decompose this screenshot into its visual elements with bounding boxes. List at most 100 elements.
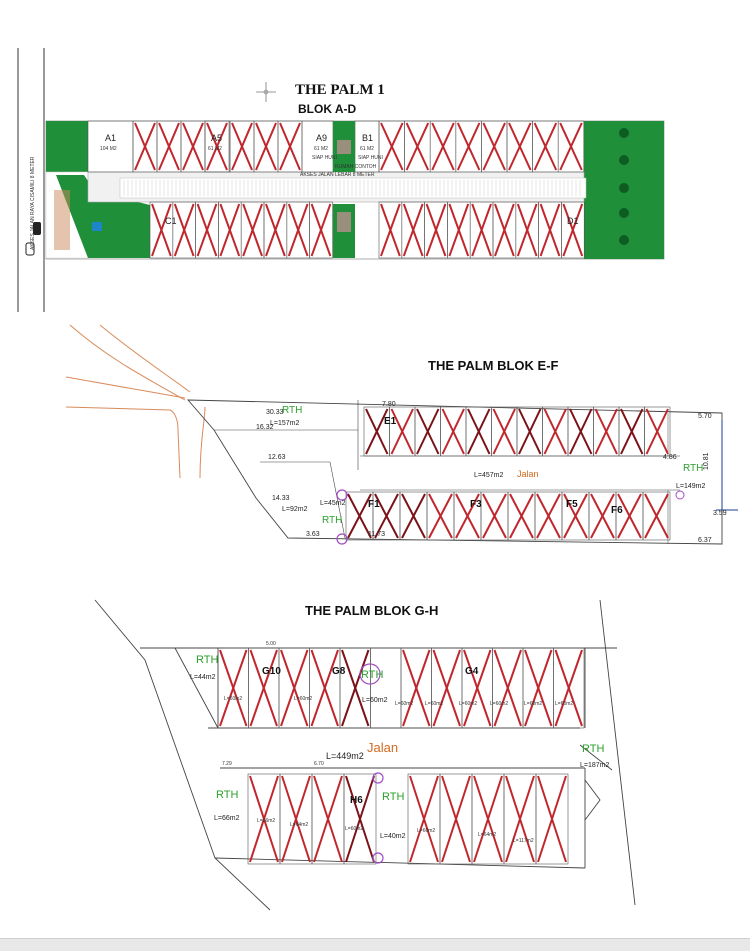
dim-e: 3.63 <box>306 531 320 538</box>
rth-left-area: L=92m2 <box>282 506 308 513</box>
crossed-lot-g6 <box>400 647 432 729</box>
side-road-label: AKSES JALAN RAYA CISAMILI 8 METER <box>30 156 36 250</box>
jalan-label: Jalan <box>517 469 539 479</box>
dim-a: 16.32 <box>256 424 274 431</box>
crossed-lot-h4 <box>343 773 377 865</box>
crossed-lot-g1 <box>553 647 585 729</box>
rth-top-label: RTH <box>282 405 302 416</box>
crossed-lot-a8 <box>277 120 303 173</box>
crossed-lot-f6 <box>480 491 509 541</box>
dim-g: 10.81 <box>703 452 710 470</box>
rth-right-area: L=149m2 <box>676 483 705 490</box>
jalan-area: L=457m2 <box>474 472 503 479</box>
dim-f: 5.70 <box>698 413 712 420</box>
rth-top-label-gh: RTH <box>196 654 218 666</box>
page-title-palm1: THE PALM 1 <box>295 82 385 98</box>
lot-a9-area: 61 M2 <box>314 146 328 152</box>
lots-row-e: E1 <box>363 406 671 457</box>
rth-mid-label-gh: RTH <box>361 669 383 681</box>
lot-area-g: L=60m2 <box>294 696 312 702</box>
rth-bottom-mid-label: RTH <box>382 791 404 803</box>
crossed-lot-e2 <box>389 406 416 457</box>
rth-right-area-gh: L=187m2 <box>580 762 609 769</box>
lot-a9-status: SIAP HUNI <box>312 155 337 161</box>
rth-top-area-gh: L=44m2 <box>190 674 216 681</box>
crossed-lot-h6 <box>439 773 473 865</box>
lot-g4-label: G4 <box>465 666 479 677</box>
rth-mid-area-gh: L=60m2 <box>362 697 388 704</box>
crossed-lot-g4 <box>461 647 493 729</box>
lot-g8-label: G8 <box>332 666 346 677</box>
crossed-lot-e7 <box>516 406 543 457</box>
compass-icon <box>256 82 276 102</box>
crossed-lot-e10 <box>593 406 620 457</box>
crossed-lot-g2 <box>522 647 554 729</box>
car-icon <box>33 222 41 235</box>
crossed-lot-e3 <box>414 406 441 457</box>
crossed-lot-e11 <box>618 406 645 457</box>
lot-g10-label: G10 <box>262 666 281 677</box>
crossed-lot-h5 <box>407 773 441 865</box>
lot-a5-label: A5 <box>211 133 222 143</box>
crossed-lot-e5 <box>465 406 492 457</box>
lot-b1-area: 61 M2 <box>360 146 374 152</box>
crossed-lot-g11 <box>248 647 280 729</box>
crossed-lot-g8 <box>339 647 371 729</box>
jalan-area-gh: L=449m2 <box>326 751 364 761</box>
dim-j: 4.86 <box>663 454 677 461</box>
crossed-lot-h2 <box>279 773 313 865</box>
dim-d: 11.73 <box>368 531 385 538</box>
dim-a-gh: 5.00 <box>266 641 276 647</box>
dim-h: 3.59 <box>713 510 727 517</box>
crossed-lot-h9 <box>535 773 569 865</box>
dim-b-gh: 7.29 <box>222 761 232 767</box>
lot-f5-label: F5 <box>566 499 578 510</box>
crossed-lot-a4 <box>180 120 206 173</box>
lot-a1-label: A1 <box>105 133 116 143</box>
access-road-lines <box>65 324 206 479</box>
crossed-lot-d1 <box>378 201 403 259</box>
crossed-lot-g3 <box>492 647 524 729</box>
lot-area-g: L=60m2 <box>425 701 443 707</box>
lot-c1-label: C1 <box>165 216 177 226</box>
road-label: AKSES JALAN LEBAR 8 METER <box>300 172 375 178</box>
crossed-lot-h8 <box>503 773 537 865</box>
crossed-lot-f8 <box>534 491 563 541</box>
lot-h6-label: H6 <box>350 795 363 806</box>
crossed-lot-f3 <box>399 491 428 541</box>
lot-b1-label: B1 <box>362 133 373 143</box>
crossed-lot-c7 <box>286 201 310 259</box>
dim-b: 12.63 <box>268 454 286 461</box>
crossed-lot-e4 <box>440 406 467 457</box>
section-palm-1: THE PALM 1 BLOK A-D AKSES JALAN RAYA CIS… <box>17 48 665 312</box>
car-icon <box>25 242 35 256</box>
lot-area-g: L=60m2 <box>395 701 413 707</box>
lot-area-g: L=60m2 <box>490 701 508 707</box>
rth-small-area: L=45m2 <box>320 500 346 507</box>
crossed-lot-g12 <box>217 647 249 729</box>
lot-g-rth <box>370 647 402 729</box>
lot-area-h: L=64m2 <box>290 822 308 828</box>
lot-area-g: L=60m2 <box>224 696 242 702</box>
crossed-lot-c8 <box>309 201 333 259</box>
lot-b1-status: SIAP HUNI <box>358 155 383 161</box>
crossed-lot-g9 <box>309 647 341 729</box>
lot-f6-label: F6 <box>611 505 623 516</box>
dim-top: 30.33 <box>266 409 284 416</box>
crossed-lot-e9 <box>567 406 594 457</box>
crossed-lot-h7 <box>471 773 505 865</box>
dim-c: 14.33 <box>272 495 290 502</box>
rth-bottom-mid-area: L=40m2 <box>380 833 406 840</box>
crossed-lot-f4 <box>426 491 455 541</box>
crossed-lot-c4 <box>218 201 242 259</box>
crossed-lot-e8 <box>542 406 569 457</box>
crossed-lot-f7 <box>507 491 536 541</box>
bottom-scrollbar <box>0 938 750 951</box>
title-blok-g-h: THE PALM BLOK G-H <box>305 603 438 618</box>
lot-area-h: L=66m2 <box>257 818 275 824</box>
